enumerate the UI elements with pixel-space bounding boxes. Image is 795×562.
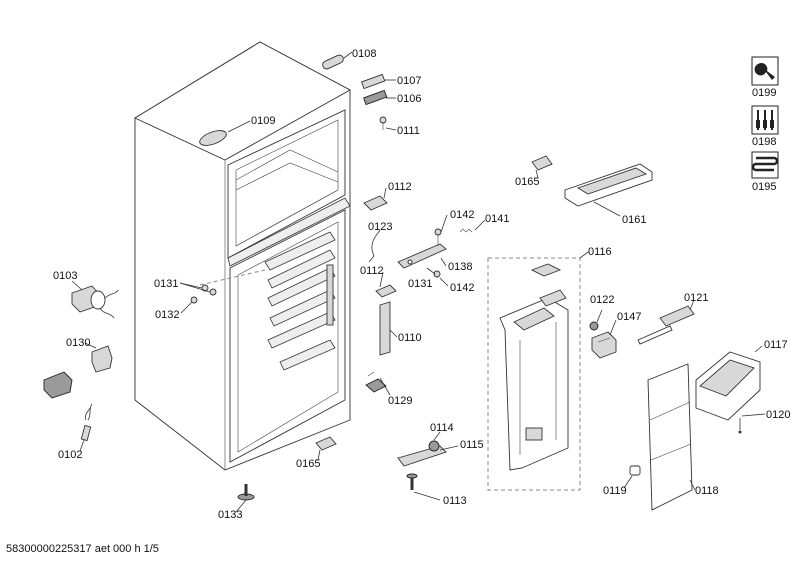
label-0107: 0107 bbox=[397, 75, 421, 87]
part-0109-top-vent: 0109 bbox=[199, 115, 275, 146]
label-0133: 0133 bbox=[218, 509, 242, 521]
label-0129: 0129 bbox=[388, 395, 412, 407]
label-0138: 0138 bbox=[448, 261, 472, 273]
label-0113: 0113 bbox=[443, 495, 467, 507]
label-0112-upper: 0112 bbox=[388, 181, 412, 193]
part-0110-light-cover: 0110 bbox=[379, 301, 422, 356]
label-0165-top: 0165 bbox=[515, 176, 539, 188]
part-0120: 0120 bbox=[738, 409, 790, 434]
part-0123-cable: 0123 bbox=[368, 221, 392, 263]
part-0122: 0122 bbox=[589, 294, 614, 331]
part-0121: 0121 bbox=[637, 292, 708, 345]
part-0116-dispenser: 0116 bbox=[487, 246, 612, 491]
part-0118-door: 0118 bbox=[647, 363, 719, 511]
heating-coil-icon: 0195 bbox=[751, 151, 779, 193]
label-0165-bottom: 0165 bbox=[296, 458, 320, 470]
wrench-tool-icon: 0199 bbox=[751, 56, 779, 99]
label-0111: 0111 bbox=[397, 125, 420, 137]
part-0129: 0129 bbox=[365, 371, 412, 407]
part-0112-lower: 0112 bbox=[360, 265, 397, 298]
label-0123: 0123 bbox=[368, 221, 392, 233]
label-0199: 0199 bbox=[752, 87, 776, 99]
part-0130: 0130 bbox=[43, 337, 113, 399]
part-0161: 0161 bbox=[564, 163, 653, 226]
label-0131-left: 0131 bbox=[154, 278, 178, 290]
part-0107: 0107 bbox=[361, 73, 421, 90]
part-0133-foot: 0133 bbox=[218, 484, 255, 521]
label-0108: 0108 bbox=[352, 48, 376, 60]
part-0119: 0119 bbox=[603, 465, 641, 497]
label-0115: 0115 bbox=[460, 439, 484, 451]
label-0161: 0161 bbox=[622, 214, 646, 226]
part-0165-top: 0165 bbox=[515, 155, 553, 188]
label-0130: 0130 bbox=[66, 337, 90, 349]
part-0103-relay: 0103 bbox=[53, 270, 119, 319]
label-0147: 0147 bbox=[617, 311, 641, 323]
label-0109: 0109 bbox=[251, 115, 275, 127]
part-0106: 0106 bbox=[363, 89, 421, 106]
part-0111-screw: 0111 bbox=[379, 116, 420, 137]
label-0142-upper: 0142 bbox=[450, 209, 474, 221]
part-0131-0132-screws: 0131 0132 bbox=[154, 269, 266, 321]
fridge-shelves bbox=[264, 231, 336, 371]
document-footer: 58300000225317 aet 000 h 1/5 bbox=[6, 543, 159, 555]
label-0122: 0122 bbox=[590, 294, 614, 306]
part-0112-upper: 0112 bbox=[363, 181, 412, 211]
part-0117-door-shelf: 0117 bbox=[695, 339, 788, 421]
label-0141: 0141 bbox=[485, 213, 509, 225]
part-0147-switch: 0147 bbox=[591, 311, 641, 359]
refrigerator-cabinet bbox=[134, 41, 351, 471]
label-0121: 0121 bbox=[684, 292, 708, 304]
part-0138-hinge: 0142 0141 0138 0131 0142 bbox=[397, 209, 509, 294]
label-0131-right: 0131 bbox=[408, 278, 432, 290]
screwdriver-tools-icon: 0198 bbox=[751, 105, 779, 148]
label-0112-lower: 0112 bbox=[360, 265, 384, 277]
label-0195: 0195 bbox=[752, 181, 776, 193]
part-0102-sensor: 0102 bbox=[58, 403, 93, 461]
label-0116: 0116 bbox=[588, 246, 612, 258]
label-0119: 0119 bbox=[603, 485, 627, 497]
label-0114: 0114 bbox=[430, 422, 454, 434]
label-0117: 0117 bbox=[764, 339, 788, 351]
label-0142-lower: 0142 bbox=[450, 282, 474, 294]
part-0108: 0108 bbox=[322, 48, 376, 70]
part-0115-bottom-hinge: 0114 0115 0113 bbox=[397, 422, 484, 507]
label-0103: 0103 bbox=[53, 270, 77, 282]
legend-icons: 0199 0198 0195 bbox=[751, 56, 779, 193]
part-0165-bottom: 0165 bbox=[296, 436, 337, 470]
label-0198: 0198 bbox=[752, 136, 776, 148]
label-0132: 0132 bbox=[155, 309, 179, 321]
label-0120: 0120 bbox=[766, 409, 790, 421]
label-0118: 0118 bbox=[695, 485, 719, 497]
label-0106: 0106 bbox=[397, 93, 421, 105]
label-0102: 0102 bbox=[58, 449, 82, 461]
label-0110: 0110 bbox=[398, 332, 422, 344]
